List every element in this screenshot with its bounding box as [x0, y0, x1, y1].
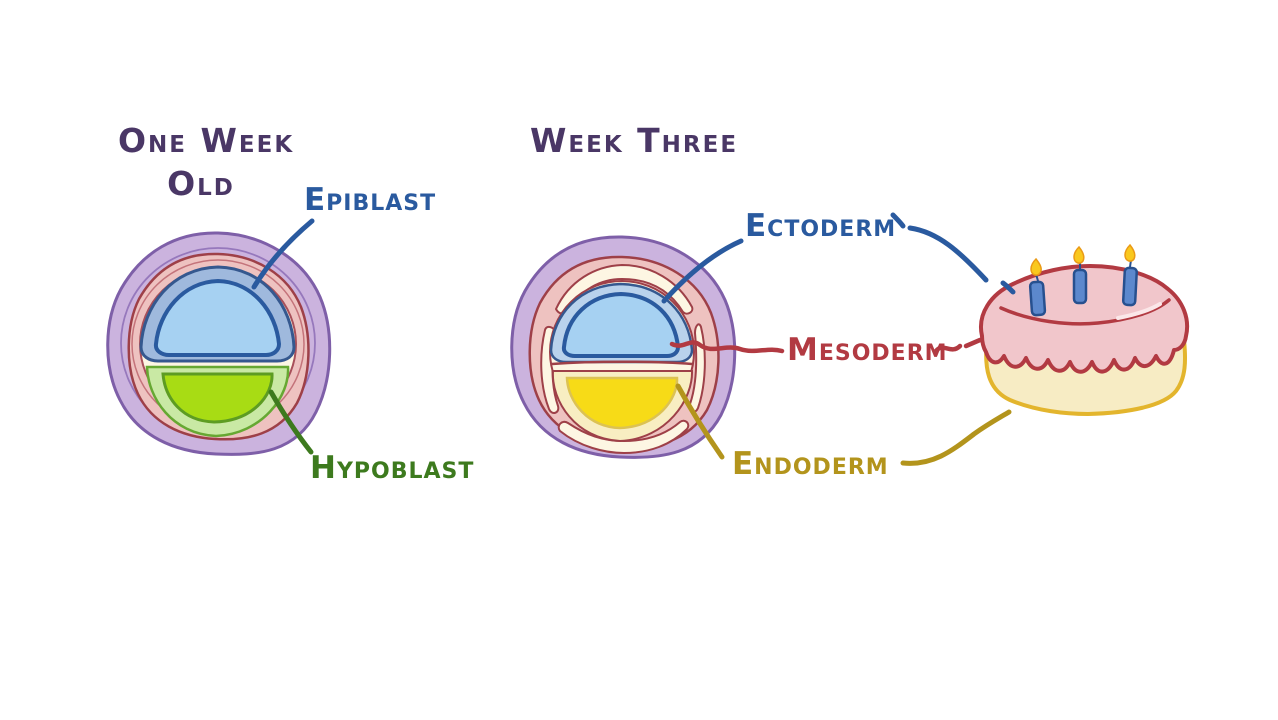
- candle-flame-icon: [1030, 257, 1042, 276]
- mesoderm-label: Mesoderm: [787, 332, 948, 368]
- cake-candle-1: [1028, 257, 1047, 317]
- week-three-embryo-illustration: [510, 235, 737, 459]
- candle-stick: [1028, 280, 1047, 317]
- epiblast-label: Epiblast: [304, 182, 437, 218]
- cake-frosting-highlight: [1116, 302, 1162, 320]
- endoderm-label: Endoderm: [732, 446, 889, 482]
- embryo2-bottom-cream-channel: [557, 419, 690, 454]
- epiblast-shape: [153, 278, 282, 357]
- candle-flame-icon: [1073, 245, 1085, 264]
- ectoderm-to-cake-dash1: [890, 212, 906, 229]
- endoderm-to-cake-line: [900, 409, 1012, 466]
- week-three-title: Week Three: [530, 121, 739, 160]
- candle-stick: [1121, 266, 1138, 307]
- cake-candle-2: [1072, 245, 1088, 305]
- ectoderm-label: Ectoderm: [745, 208, 897, 244]
- endoderm-shape: [565, 376, 679, 430]
- cake-candle-3: [1121, 243, 1138, 307]
- leader-lines: [251, 212, 1016, 466]
- candle-flame-icon: [1124, 243, 1136, 262]
- mesoderm-divider-line: [550, 360, 694, 366]
- mesoderm-leader-line: [669, 340, 785, 354]
- one-week-embryo-illustration: [106, 231, 332, 456]
- mesoderm-to-cake-tilde: [933, 343, 963, 354]
- epiblast-leader-line: [251, 218, 315, 290]
- one-week-title-line1: One Week: [118, 121, 295, 160]
- hypoblast-leader-line: [268, 389, 314, 455]
- ectoderm-leader-line: [661, 238, 744, 304]
- endoderm-leader-line: [675, 383, 725, 460]
- hypoblast-label: Hypoblast: [310, 450, 475, 486]
- ectoderm-to-cake-dash2: [1000, 280, 1016, 295]
- ectoderm-to-cake-line: [907, 225, 989, 283]
- birthday-cake-illustration: [979, 243, 1189, 416]
- ectoderm-shape: [561, 291, 681, 358]
- candle-stick: [1072, 268, 1088, 305]
- mesoderm-to-cake-dash: [963, 337, 983, 349]
- hypoblast-shape: [161, 372, 274, 424]
- one-week-title-line2: Old: [167, 164, 235, 203]
